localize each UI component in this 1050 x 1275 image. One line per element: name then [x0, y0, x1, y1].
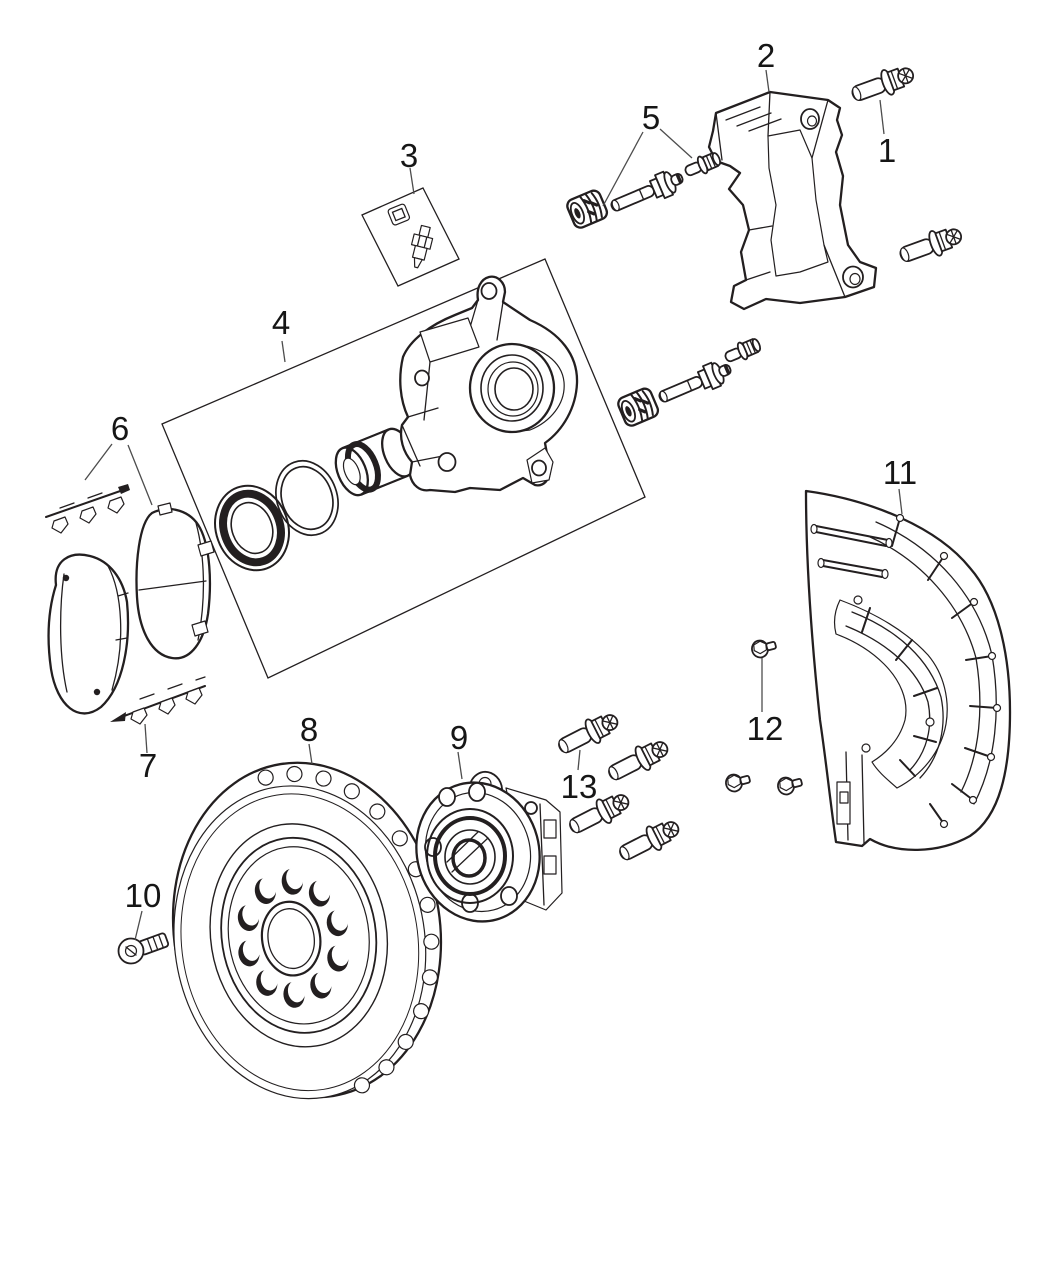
leader-10 — [134, 910, 143, 941]
rotor-vent-notches — [257, 765, 440, 1094]
shield-mounting-foot — [836, 751, 865, 844]
brake-pad-outer — [47, 553, 130, 715]
callout-10: 10 — [125, 877, 162, 914]
piston-dust-boot — [275, 459, 339, 537]
callout-4: 4 — [272, 304, 290, 341]
part-caliper-adapter-bracket — [707, 90, 878, 311]
callout-labels: 1 2 3 4 5 6 7 8 9 10 11 12 13 — [111, 37, 917, 914]
callout-1: 1 — [878, 132, 896, 169]
piston-seal — [214, 484, 290, 572]
caliper-bore — [468, 342, 556, 434]
callout-11: 11 — [883, 454, 917, 491]
brake-pad-inner — [135, 502, 215, 660]
part-bleeder-kit — [361, 187, 460, 287]
leader-7 — [144, 723, 148, 754]
rotor-lug-holes — [237, 867, 349, 1008]
caliper-piston — [334, 427, 416, 497]
pad-abutment-clip-top — [45, 484, 130, 534]
part-rotor-set-screw — [117, 932, 170, 965]
callout-5: 5 — [642, 99, 660, 136]
leader-4 — [281, 340, 286, 363]
bleeder-screw — [410, 224, 434, 269]
part-hub-bearing — [415, 771, 563, 923]
callout-12: 12 — [747, 710, 784, 747]
part-splash-shield — [804, 489, 1012, 852]
leader-6b — [127, 444, 153, 506]
callout-7: 7 — [139, 747, 157, 784]
leader-13 — [577, 749, 581, 771]
leader-9 — [457, 751, 463, 780]
hub-flange-hole — [524, 801, 538, 815]
callout-8: 8 — [300, 711, 318, 748]
shield-stiffener-bars — [810, 523, 893, 580]
pad-abutment-clip-bottom — [110, 676, 206, 725]
part-bracket-bolts — [847, 60, 967, 270]
callout-6: 6 — [111, 410, 129, 447]
leader-5b — [659, 128, 693, 159]
leader-6a — [84, 443, 113, 481]
leader-5a — [602, 131, 644, 207]
leader-8 — [308, 743, 313, 765]
caliper-guide-ear-hole-top — [480, 282, 498, 300]
caliper-guide-ear-hole-bottom — [531, 459, 547, 477]
part-caliper-kit — [161, 258, 646, 679]
kit-box-outline — [161, 258, 646, 679]
callout-13: 13 — [561, 768, 598, 805]
callout-leader-lines — [84, 69, 903, 941]
part-brake-rotor — [171, 761, 443, 1100]
leader-2 — [765, 69, 770, 93]
callout-2: 2 — [757, 37, 775, 74]
shield-center-opening — [834, 599, 948, 789]
leader-11 — [898, 488, 903, 515]
shield-rib-tabs — [861, 513, 1002, 829]
kit-box-outline — [361, 187, 460, 287]
callout-3: 3 — [400, 137, 418, 174]
leader-3 — [409, 167, 415, 195]
part-brake-pads — [45, 484, 215, 715]
rotor-center-bore — [260, 900, 322, 977]
callout-9: 9 — [450, 719, 468, 756]
caliper-housing — [399, 275, 579, 494]
leader-1 — [879, 99, 885, 135]
